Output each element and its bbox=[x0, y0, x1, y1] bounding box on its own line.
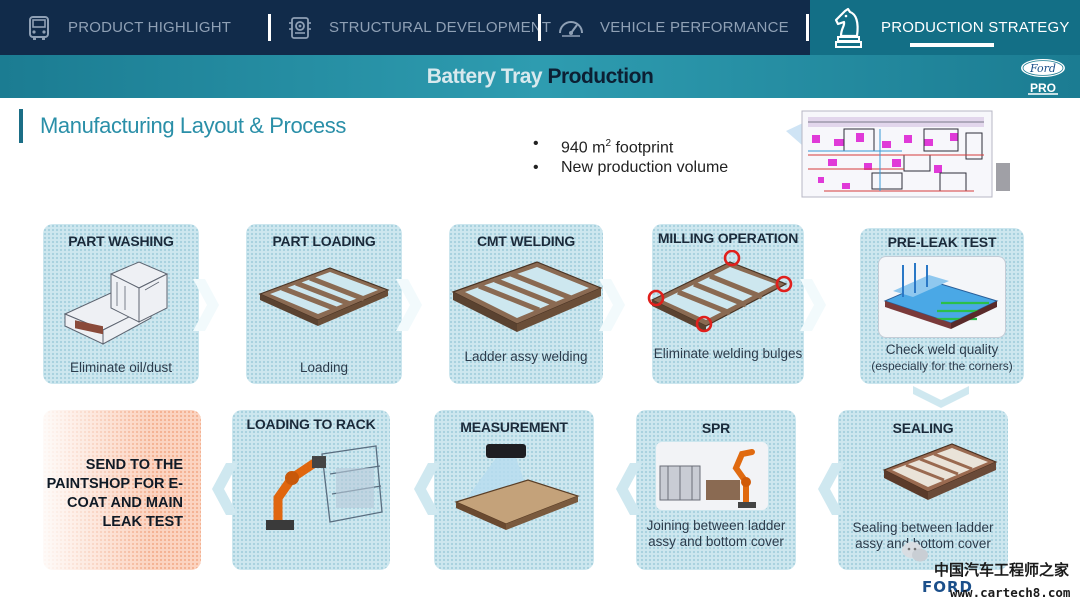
nav-label: PRODUCTION STRATEGY bbox=[881, 19, 1070, 36]
nav-item-structural-development[interactable]: STRUCTURAL DEVELOPMENT bbox=[285, 0, 551, 55]
step-spr[interactable]: SPR Joining between ladder assy and bott… bbox=[636, 410, 796, 570]
step-caption: Check weld quality bbox=[885, 342, 999, 357]
step-caption-note: (especially for the corners) bbox=[871, 359, 1013, 373]
step-milling-operation[interactable]: MILLING OPERATION Eliminate welding bulg… bbox=[647, 224, 804, 384]
nav-label: VEHICLE PERFORMANCE bbox=[600, 19, 789, 36]
watermark-cn: 中国汽车工程师之家 bbox=[934, 561, 1070, 579]
step-caption: Loading bbox=[299, 360, 349, 375]
gear-chip-icon bbox=[285, 13, 315, 43]
factory-layout-image bbox=[784, 105, 1016, 207]
nav-divider bbox=[538, 14, 541, 41]
chess-knight-icon bbox=[830, 6, 866, 50]
step-measurement[interactable]: MEASUREMENT bbox=[434, 410, 594, 570]
watermark-url: www.cartech8.com bbox=[950, 585, 1071, 600]
step-caption: Eliminate welding bulges bbox=[653, 346, 803, 361]
flow-arrow-right-icon bbox=[191, 279, 221, 336]
step-caption: Ladder assy welding bbox=[464, 349, 588, 364]
step-title: MILLING OPERATION bbox=[657, 230, 799, 246]
watermark-brand: FORD bbox=[922, 578, 973, 596]
fact-footprint: 940 m2 footprint bbox=[533, 134, 728, 158]
ladder-frame-illustration bbox=[451, 258, 603, 349]
sealed-tray-illustration bbox=[880, 440, 1000, 519]
step-title: PRE-LEAK TEST bbox=[887, 234, 997, 250]
rack-loading-robot-illustration bbox=[258, 434, 388, 543]
nav-label: PRODUCT HIGHLIGHT bbox=[68, 19, 232, 36]
svg-text:Ford: Ford bbox=[1029, 62, 1056, 75]
flow-arrow-left-icon bbox=[614, 463, 644, 520]
svg-text:PRO: PRO bbox=[1030, 81, 1056, 95]
measurement-scanner-illustration bbox=[452, 440, 584, 555]
nav-label: STRUCTURAL DEVELOPMENT bbox=[329, 19, 552, 36]
section-accent-bar bbox=[19, 109, 23, 143]
step-part-loading[interactable]: PART LOADING Loading bbox=[246, 224, 402, 384]
step-title: SPR bbox=[701, 420, 731, 436]
step-title: PART LOADING bbox=[272, 233, 376, 249]
nav-item-product-highlight[interactable]: PRODUCT HIGHLIGHT bbox=[24, 0, 231, 55]
facts-list: 940 m2 footprint New production volume bbox=[533, 134, 728, 178]
ford-pro-logo: Ford PRO bbox=[1018, 57, 1068, 95]
step-title: CMT WELDING bbox=[476, 233, 576, 249]
nav-divider bbox=[806, 14, 809, 41]
flow-arrow-left-icon bbox=[210, 463, 240, 520]
banner-title: Battery Tray Production bbox=[0, 55, 1080, 98]
step-title: PART WASHING bbox=[68, 233, 174, 249]
flow-arrow-down-icon bbox=[913, 384, 969, 415]
speedometer-icon bbox=[556, 13, 586, 43]
flow-arrow-right-icon bbox=[798, 279, 828, 336]
banner-title-part2: Production bbox=[547, 65, 654, 88]
truck-icon bbox=[24, 13, 54, 43]
flow-arrow-left-icon bbox=[816, 463, 846, 520]
ladder-frame-illustration bbox=[256, 264, 392, 341]
active-tab-indicator bbox=[910, 43, 994, 47]
leak-test-rig-illustration bbox=[878, 256, 1006, 338]
nav-divider bbox=[268, 14, 271, 41]
banner-title-part1: Battery Tray bbox=[426, 65, 548, 88]
step-sealing[interactable]: SEALING Sealing between ladder assy and … bbox=[838, 410, 1008, 570]
step-cmt-welding[interactable]: CMT WELDING Ladder assy welding bbox=[449, 224, 603, 384]
nav-item-vehicle-performance[interactable]: VEHICLE PERFORMANCE bbox=[556, 0, 789, 55]
spr-robot-illustration bbox=[656, 442, 768, 510]
step-pre-leak-test[interactable]: PRE-LEAK TEST Check weld quality (especi… bbox=[860, 228, 1024, 384]
step-title: MEASUREMENT bbox=[460, 419, 568, 435]
step-title: SEALING bbox=[892, 420, 954, 436]
step-caption: Joining between ladder assy and bottom c… bbox=[646, 518, 786, 549]
flow-arrow-left-icon bbox=[412, 463, 442, 520]
step-part-washing[interactable]: PART WASHING Eliminate oil/dust bbox=[43, 224, 199, 384]
step-title: LOADING TO RACK bbox=[246, 416, 376, 432]
step-caption: Eliminate oil/dust bbox=[69, 360, 173, 375]
section-title: Manufacturing Layout & Process bbox=[40, 113, 346, 138]
flow-arrow-right-icon bbox=[394, 279, 424, 336]
step-loading-to-rack[interactable]: LOADING TO RACK bbox=[232, 410, 390, 570]
final-step-paintshop[interactable]: SEND TO THE PAINTSHOP FOR E-COAT AND MAI… bbox=[43, 410, 201, 570]
ladder-frame-milling-illustration bbox=[644, 249, 796, 341]
title-banner: Battery Tray Production bbox=[0, 55, 1080, 98]
washing-machine-illustration bbox=[55, 252, 185, 357]
step-caption: Sealing between ladder assy and bottom c… bbox=[852, 520, 994, 551]
wechat-icon bbox=[900, 540, 930, 568]
top-navigation: PRODUCT HIGHLIGHT STRUCTURAL DEVELOPMENT… bbox=[0, 0, 1080, 55]
flow-arrow-right-icon bbox=[597, 279, 627, 336]
fact-volume: New production volume bbox=[533, 158, 728, 178]
final-step-text: SEND TO THE PAINTSHOP FOR E-COAT AND MAI… bbox=[46, 457, 183, 530]
